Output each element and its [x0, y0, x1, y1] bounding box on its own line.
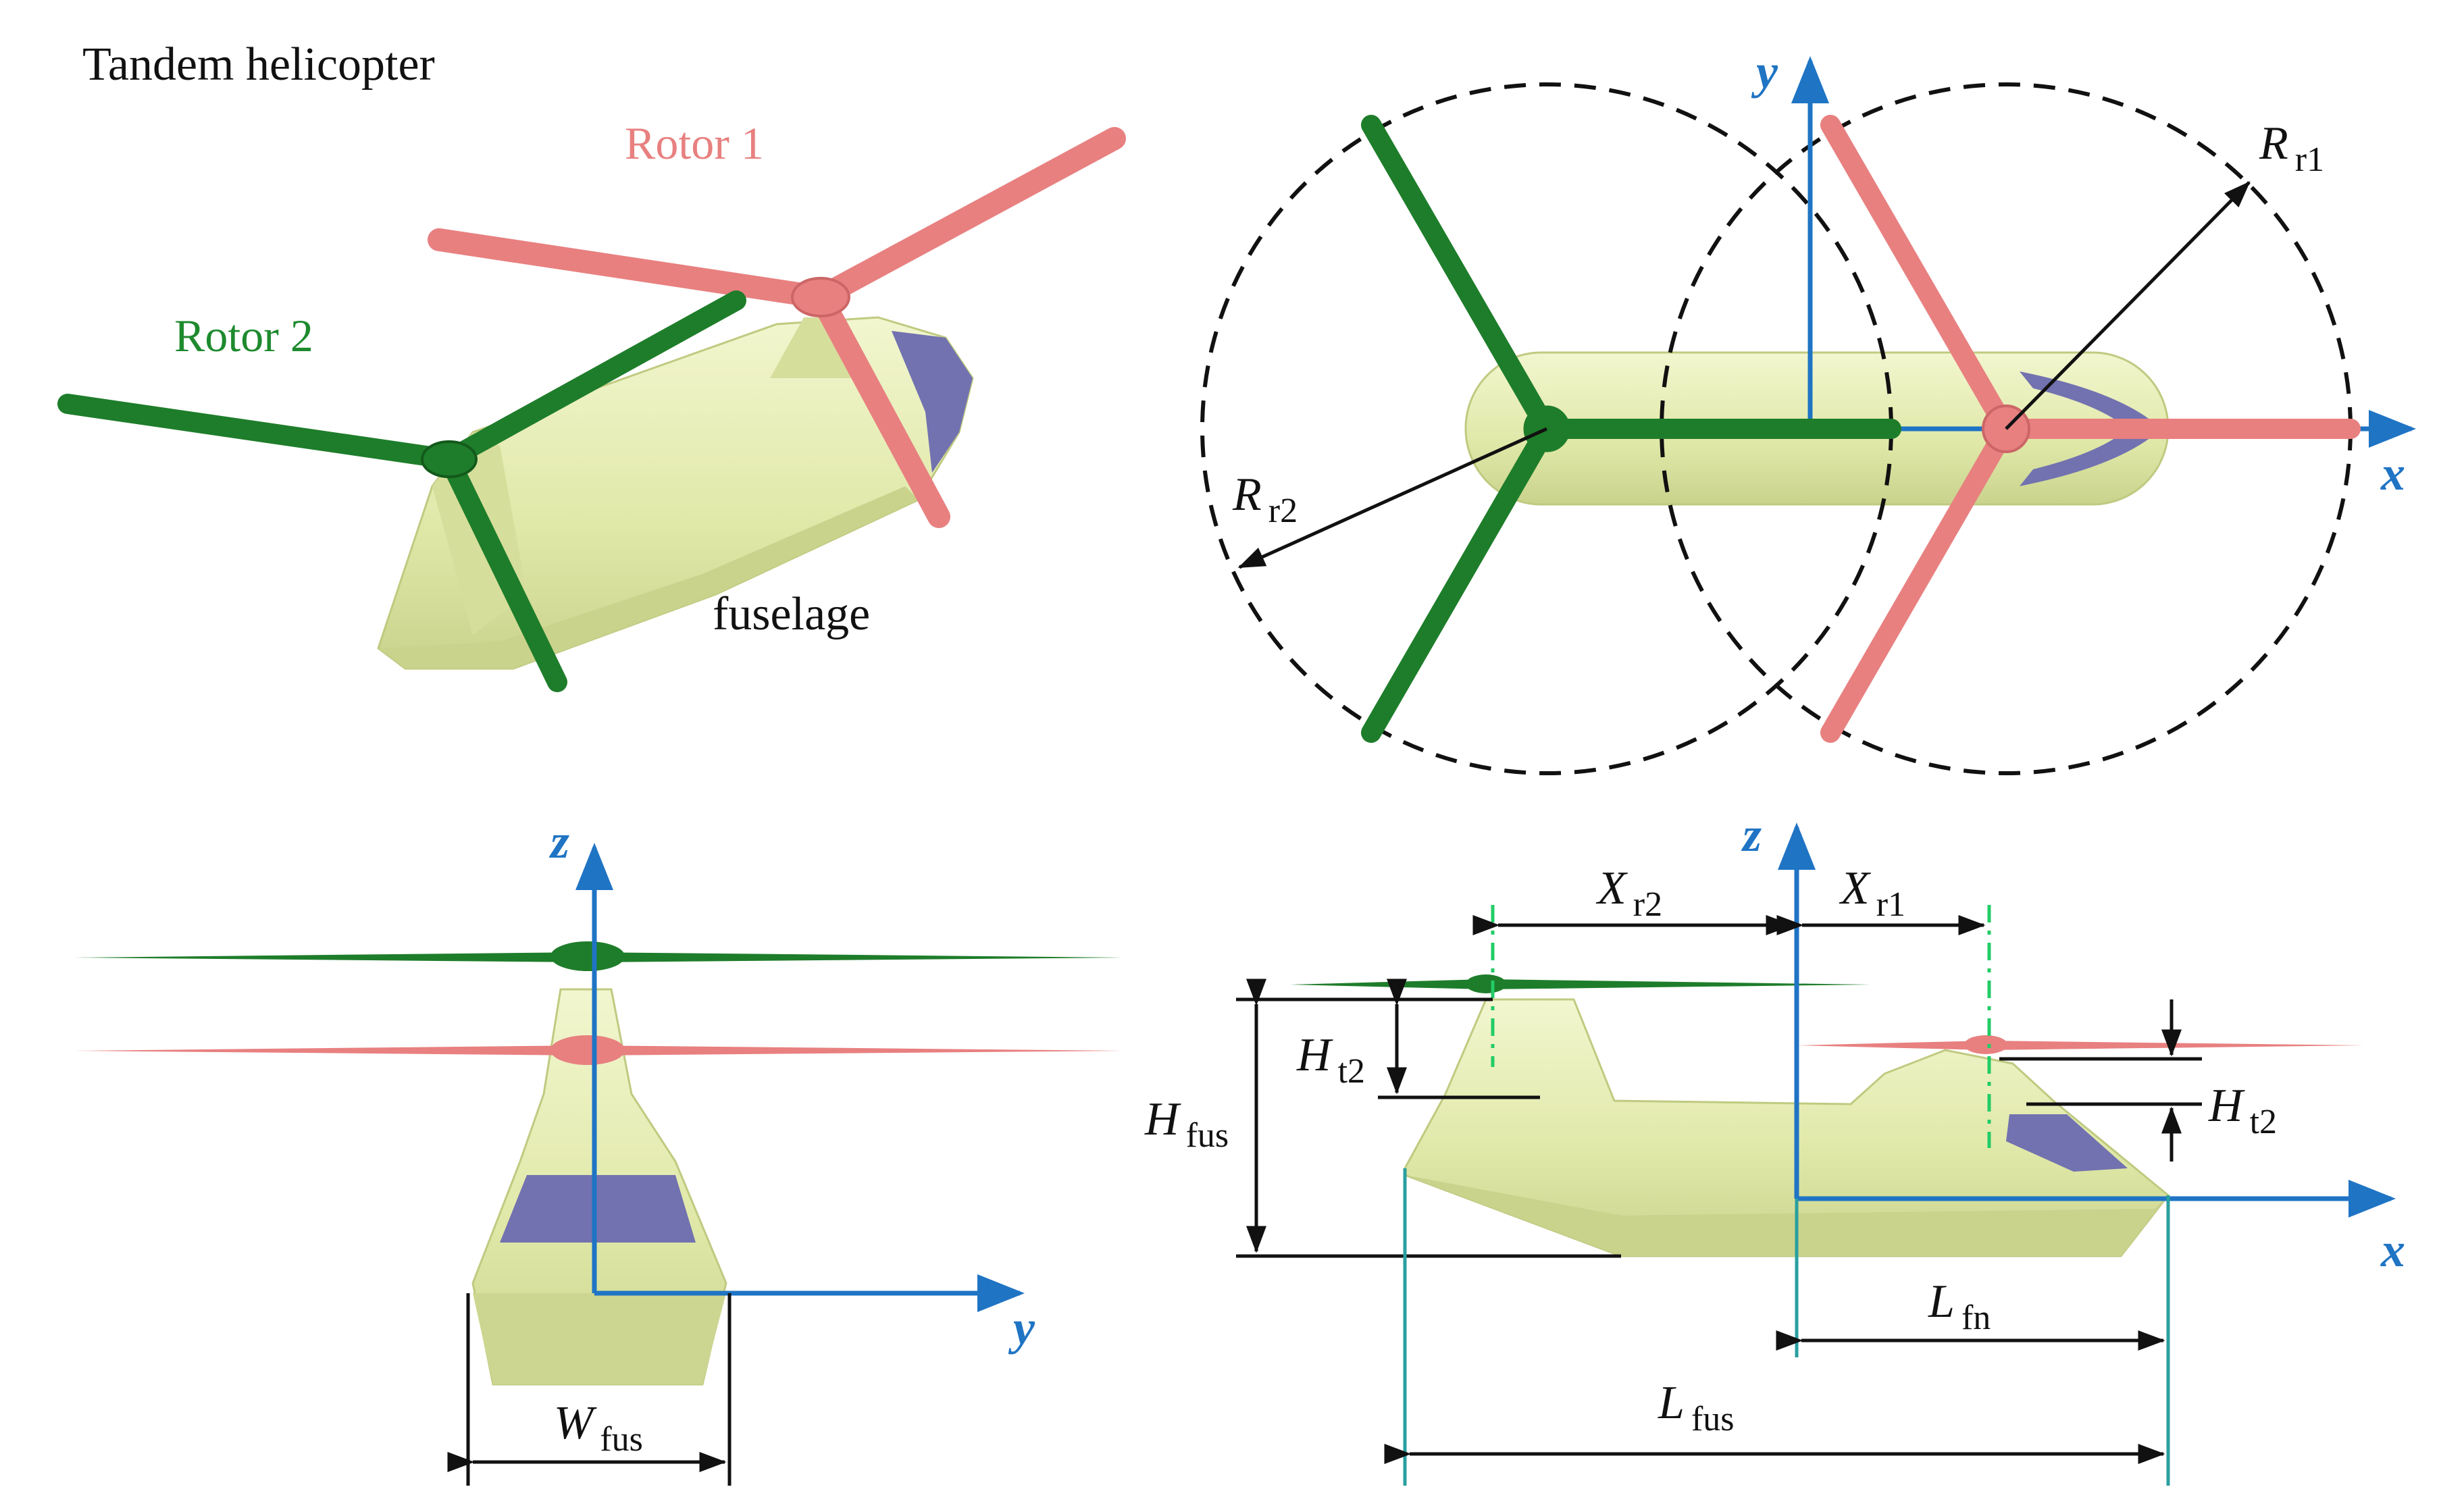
y-axis-label-front: y	[1008, 1301, 1035, 1355]
x-axis-label-top: x	[2380, 446, 2405, 500]
fuselage-front-lower	[473, 1293, 726, 1384]
z-axis-label-side: z	[1741, 808, 1762, 862]
rotor2-label: Rotor 2	[174, 310, 313, 361]
rotor2-top	[1361, 115, 1901, 743]
rotor2-3d	[57, 290, 746, 692]
fuselage-side-lower	[1405, 1175, 2168, 1256]
rotor1-side	[1797, 1035, 2364, 1054]
rotor1-front	[74, 1035, 1121, 1065]
figure-title: Tandem helicopter	[82, 38, 435, 90]
rotor1-label: Rotor 1	[625, 118, 764, 169]
z-axis-label-front: z	[548, 814, 569, 868]
rotor2-radius-arrow	[1237, 427, 1548, 569]
x-axis-label-side: x	[2380, 1223, 2405, 1277]
rotor1-radius-arrow	[2005, 181, 2251, 430]
cockpit-window-front	[500, 1175, 696, 1243]
rotor2-front	[74, 941, 1121, 971]
rotor1-top	[1820, 115, 2361, 743]
fuselage-label: fuselage	[713, 588, 870, 640]
isometric-view: Tandem helicopter Rotor 1 Rotor 2 fusela…	[57, 38, 1126, 692]
rotor2-side	[1290, 974, 1871, 993]
cockpit-window-side	[2006, 1114, 2128, 1172]
rotor1-3d	[428, 127, 1126, 528]
y-axis-label-top: y	[1751, 45, 1778, 99]
